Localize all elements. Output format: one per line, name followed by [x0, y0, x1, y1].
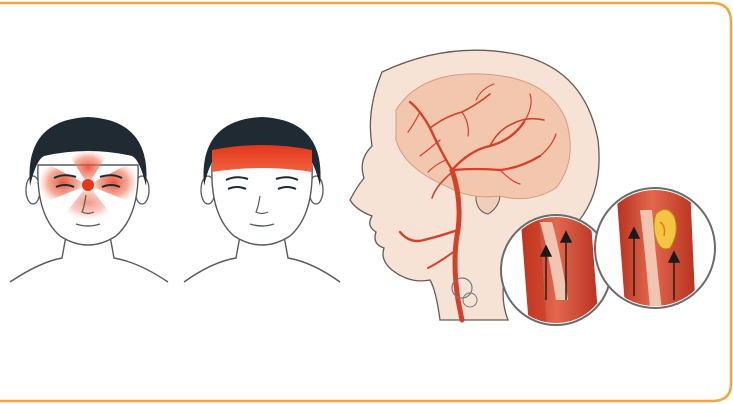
face-eye-pain — [10, 117, 168, 282]
forehead-pain-band — [212, 145, 312, 172]
artery-inset-narrowed — [595, 186, 715, 320]
artery-inset-normal — [501, 210, 611, 340]
face-forehead-band — [184, 117, 340, 282]
clot — [654, 209, 676, 248]
